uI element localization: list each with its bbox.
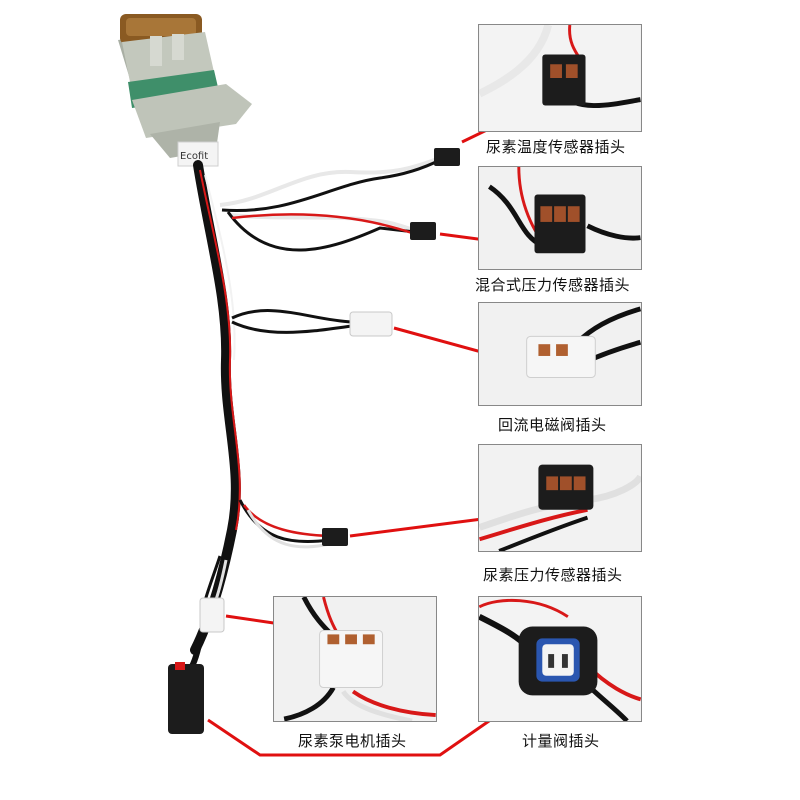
urea-pressure-sensor-label: 尿素压力传感器插头 — [483, 566, 623, 584]
pump-motor-plug-body — [199, 597, 225, 633]
metering-valve-plug-body — [168, 664, 204, 734]
urea-pressure-sensor-photo — [478, 444, 642, 552]
harness-label-text: Ecofit — [180, 151, 208, 162]
metering-valve-photo — [478, 596, 642, 722]
return-solenoid-photo — [478, 302, 642, 406]
urea-temp-sensor-photo — [478, 24, 642, 132]
metering-valve-label: 计量阀插头 — [522, 732, 600, 750]
hybrid-pressure-sensor-label: 混合式压力传感器插头 — [475, 276, 631, 294]
hybrid-pressure-sensor-photo — [478, 166, 642, 270]
urea-temp-sensor-label: 尿素温度传感器插头 — [486, 138, 626, 156]
hybrid-pressure-plug-body — [410, 222, 436, 240]
sensor-head-housing — [118, 14, 252, 158]
return-solenoid-label: 回流电磁阀插头 — [498, 416, 607, 434]
urea-pump-motor-label: 尿素泵电机插头 — [298, 732, 407, 750]
urea-pressure-plug-body — [322, 528, 348, 546]
urea-pump-motor-photo — [273, 596, 437, 722]
return-solenoid-plug-body — [349, 311, 393, 337]
urea-temp-plug-body — [434, 148, 460, 166]
